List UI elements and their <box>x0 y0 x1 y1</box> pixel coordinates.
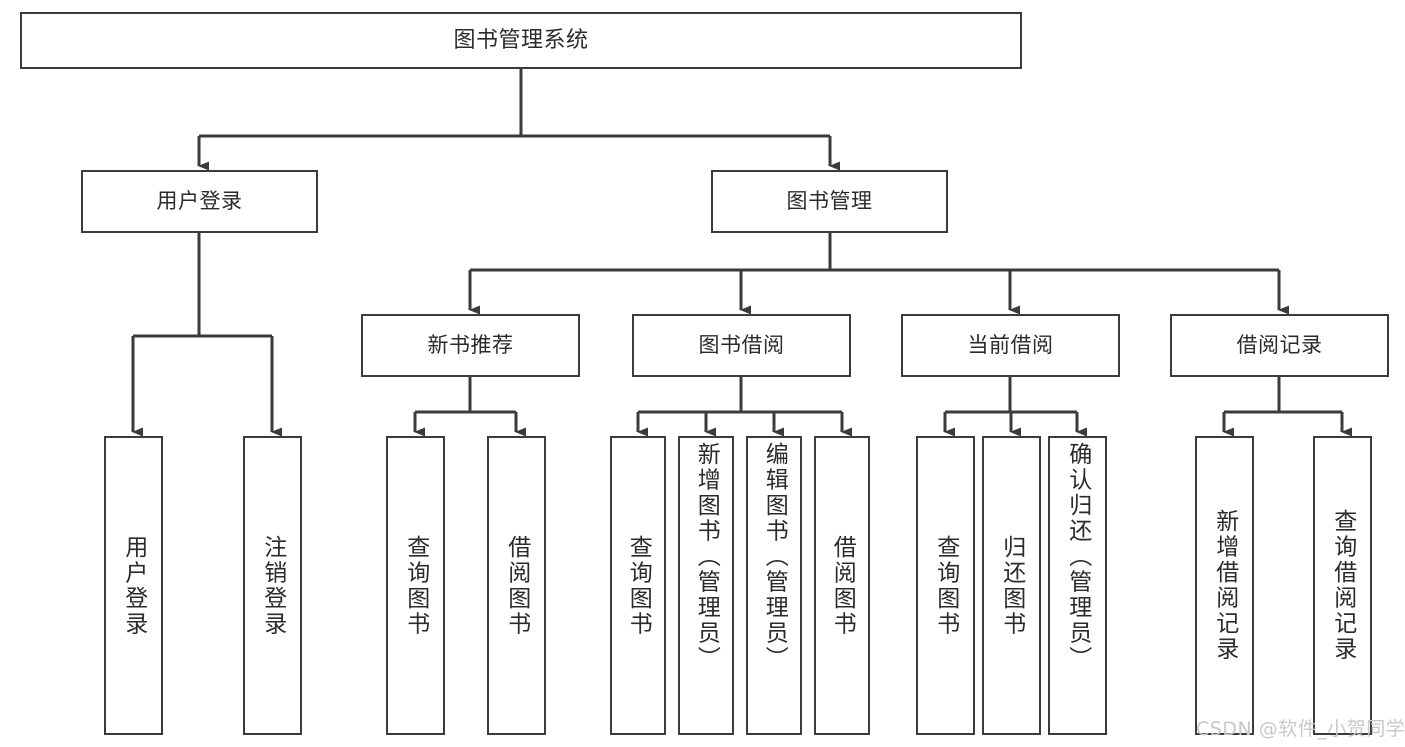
node-borrow-record[interactable]: 借阅记录 <box>1170 314 1389 377</box>
node-leaf-add-book[interactable]: 新增图书（管理员） <box>678 436 734 735</box>
node-new-book-rec[interactable]: 新书推荐 <box>361 314 580 377</box>
node-leaf-query-book-cur[interactable]: 查询图书 <box>916 436 975 735</box>
node-borrow-record-label: 借阅记录 <box>1236 333 1323 358</box>
node-current-borrow[interactable]: 当前借阅 <box>901 314 1120 377</box>
node-leaf-query-book-label: 查询图书 <box>625 534 652 637</box>
node-current-borrow-label: 当前借阅 <box>967 333 1054 358</box>
node-leaf-add-book-label: 新增图书（管理员） <box>693 442 720 672</box>
node-book-borrow[interactable]: 图书借阅 <box>632 314 851 377</box>
node-leaf-logout-label: 注销登录 <box>259 534 286 637</box>
node-leaf-borrow-book-label: 借阅图书 <box>829 534 856 637</box>
node-leaf-edit-book-label: 编辑图书（管理员） <box>761 442 788 672</box>
node-book-manage[interactable]: 图书管理 <box>711 170 948 233</box>
node-leaf-add-record[interactable]: 新增借阅记录 <box>1195 436 1254 735</box>
node-leaf-query-record-label: 查询借阅记录 <box>1329 509 1356 662</box>
node-leaf-query-book-cur-label: 查询图书 <box>932 534 959 637</box>
node-leaf-user-login-label: 用户登录 <box>120 534 147 637</box>
node-leaf-query-book[interactable]: 查询图书 <box>610 436 666 735</box>
node-root[interactable]: 图书管理系统 <box>20 12 1022 69</box>
node-leaf-return-book-label: 归还图书 <box>998 534 1025 637</box>
node-user-login[interactable]: 用户登录 <box>81 170 318 233</box>
node-root-label: 图书管理系统 <box>453 27 589 53</box>
node-leaf-return-book[interactable]: 归还图书 <box>982 436 1041 735</box>
node-leaf-query-book-rec[interactable]: 查询图书 <box>386 436 445 735</box>
node-leaf-borrow-book[interactable]: 借阅图书 <box>814 436 870 735</box>
node-new-book-rec-label: 新书推荐 <box>427 333 514 358</box>
node-leaf-query-book-rec-label: 查询图书 <box>402 534 429 637</box>
node-leaf-logout[interactable]: 注销登录 <box>243 436 302 735</box>
node-user-login-label: 用户登录 <box>156 189 243 214</box>
node-leaf-borrow-book-rec-label: 借阅图书 <box>503 534 530 637</box>
node-book-borrow-label: 图书借阅 <box>698 333 785 358</box>
node-book-manage-label: 图书管理 <box>786 189 873 214</box>
node-leaf-confirm-return[interactable]: 确认归还（管理员） <box>1048 436 1107 735</box>
node-leaf-confirm-return-label: 确认归还（管理员） <box>1064 442 1091 672</box>
node-leaf-add-record-label: 新增借阅记录 <box>1211 509 1238 662</box>
node-leaf-borrow-book-rec[interactable]: 借阅图书 <box>487 436 546 735</box>
csdn-watermark: CSDN @软件_小贺同学 <box>1196 718 1405 740</box>
node-leaf-user-login[interactable]: 用户登录 <box>104 436 163 735</box>
node-leaf-edit-book[interactable]: 编辑图书（管理员） <box>746 436 802 735</box>
node-leaf-query-record[interactable]: 查询借阅记录 <box>1313 436 1372 735</box>
